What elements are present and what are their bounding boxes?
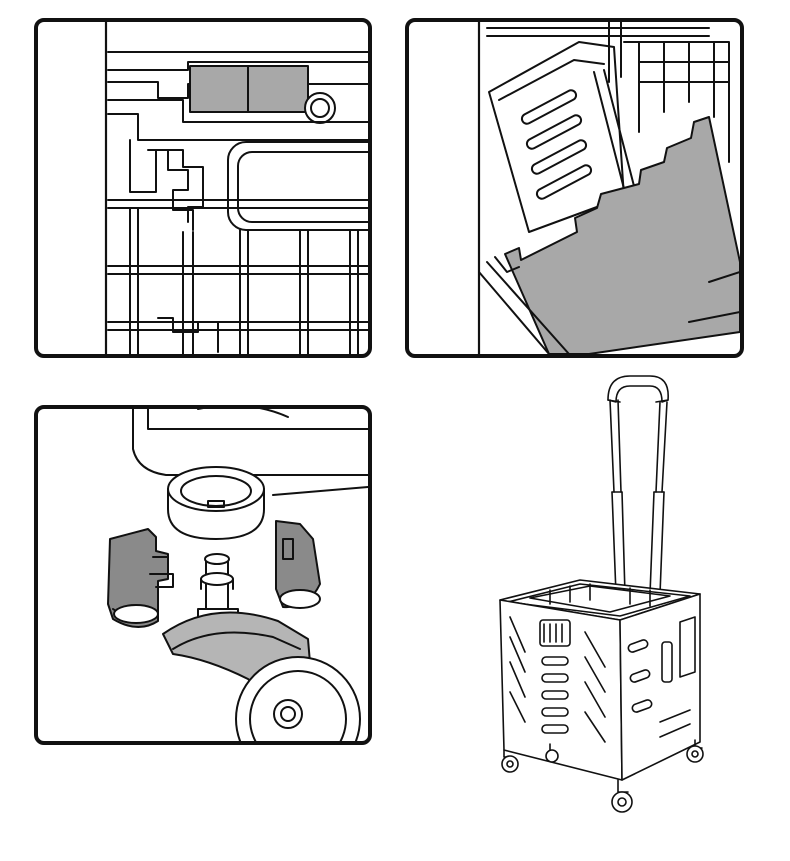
wheel-assembly-detail-panel: [34, 405, 372, 745]
side-panel-slots: [520, 89, 593, 200]
wheel-assembly-drawing: [107, 409, 368, 741]
front-left-wheel: [501, 749, 519, 773]
telescopic-handle: [607, 375, 669, 595]
gray-base-panel: [504, 116, 740, 354]
front-right-wheel: [611, 779, 633, 813]
frame-socket: [167, 466, 265, 512]
left-caster-sleeve: [107, 528, 174, 628]
cart-drawing: [499, 375, 704, 813]
caster-wheel: [235, 656, 361, 741]
folding-shopping-cart: [490, 372, 712, 822]
handle-slot: [227, 141, 368, 231]
latch-knob: [304, 92, 336, 124]
side-panel-slots: [627, 616, 696, 738]
panel-fold-drawing: [477, 22, 740, 354]
crate-grid: [107, 199, 368, 354]
back-right-wheel: [686, 739, 704, 763]
latch-detail-drawing: [104, 22, 368, 354]
right-caster-sleeve: [275, 520, 321, 609]
panel-fold-detail-panel: [405, 18, 744, 358]
back-left-wheel: [545, 743, 559, 763]
front-panel-slots: [509, 616, 606, 743]
latch-detail-panel: [34, 18, 372, 358]
caster-stem: [197, 553, 239, 622]
